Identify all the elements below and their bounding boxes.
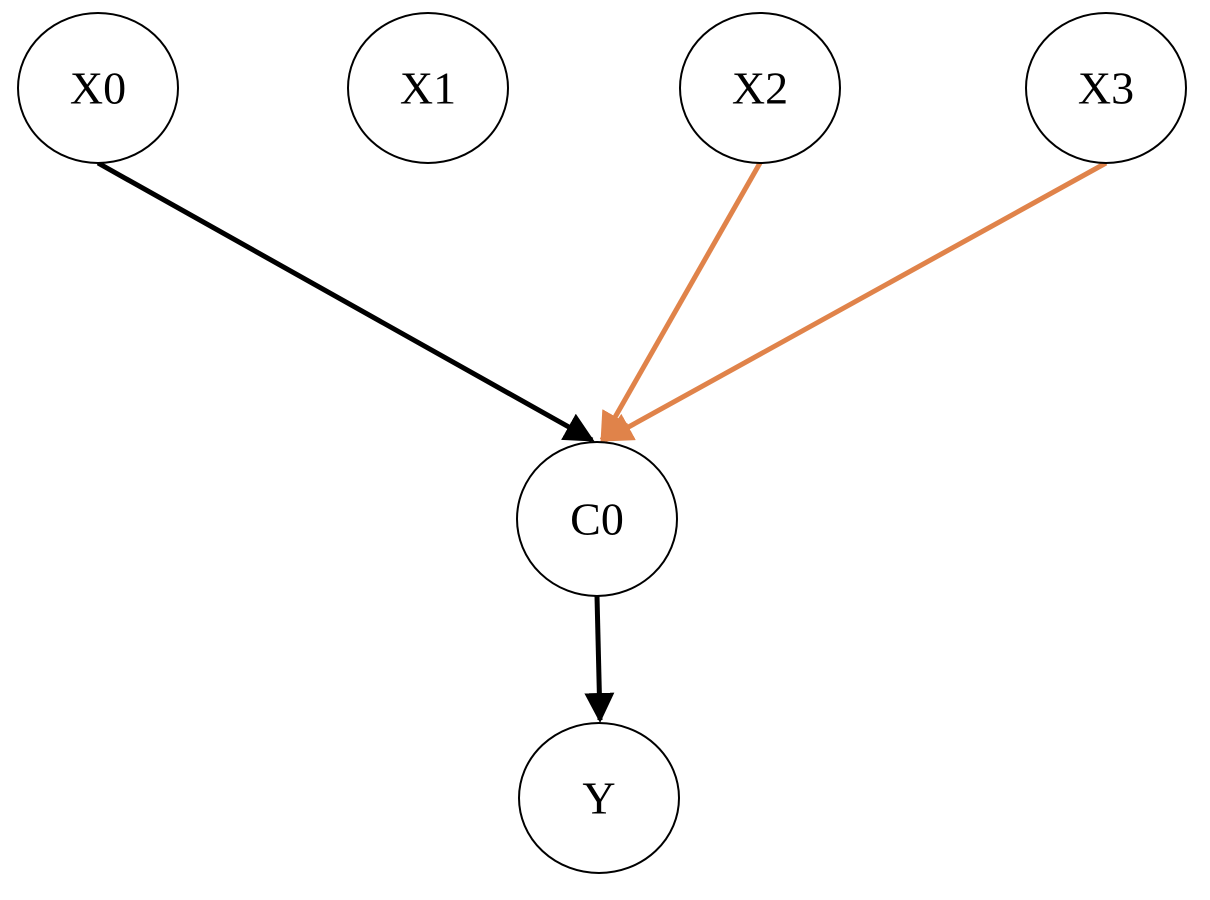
node-y-label: Y — [582, 773, 615, 824]
node-x1[interactable]: X1 — [347, 12, 509, 164]
node-x3-label: X3 — [1078, 63, 1134, 114]
node-c0-label: C0 — [570, 494, 624, 545]
node-c0[interactable]: C0 — [516, 441, 678, 597]
node-c0-circle — [516, 441, 678, 597]
edge-x3-to-c0 — [602, 160, 1108, 443]
node-x0-label: X0 — [70, 63, 126, 114]
node-x2-circle — [679, 12, 841, 164]
edge-x0-to-c0 — [96, 160, 595, 443]
node-x3[interactable]: X3 — [1025, 12, 1187, 164]
edge-x2-to-c0 — [599, 161, 763, 443]
edge-c0-to-y — [584, 595, 615, 723]
node-x0-circle — [17, 12, 179, 164]
node-x2[interactable]: X2 — [679, 12, 841, 164]
node-x1-label: X1 — [400, 63, 456, 114]
node-x1-circle — [347, 12, 509, 164]
node-y-circle — [518, 722, 680, 874]
node-x3-circle — [1025, 12, 1187, 164]
node-x0[interactable]: X0 — [17, 12, 179, 164]
node-y[interactable]: Y — [518, 722, 680, 874]
node-x2-label: X2 — [732, 63, 788, 114]
